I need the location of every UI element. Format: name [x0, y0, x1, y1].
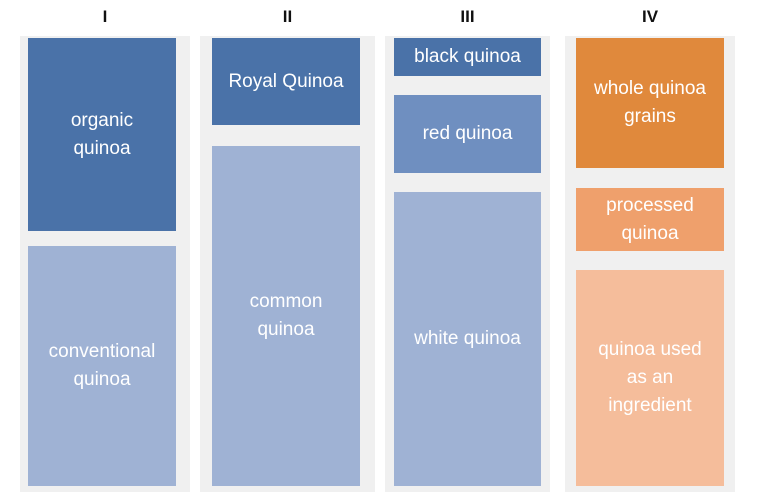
- segment-whole-quinoa-grains: whole quinoa grains: [576, 38, 724, 168]
- segment-processed-quinoa: processed quinoa: [576, 188, 724, 251]
- column-header-i: I: [102, 7, 108, 26]
- column-header-iii: III: [460, 7, 475, 26]
- segment-common-quinoa: common quinoa: [212, 146, 360, 486]
- segment-royal-quinoa: Royal Quinoa: [212, 38, 360, 125]
- column-header-iv: IV: [641, 7, 659, 26]
- segment-red-quinoa: red quinoa: [394, 95, 541, 173]
- segment-black-quinoa: black quinoa: [394, 38, 541, 76]
- segment-quinoa-ingredient: quinoa used as an ingredient: [576, 270, 724, 486]
- segment-organic-quinoa: organic quinoa: [28, 38, 176, 231]
- segment-white-quinoa: white quinoa: [394, 192, 541, 486]
- segment-conventional-quinoa: conventional quinoa: [28, 246, 176, 486]
- column-header-ii: II: [282, 7, 293, 26]
